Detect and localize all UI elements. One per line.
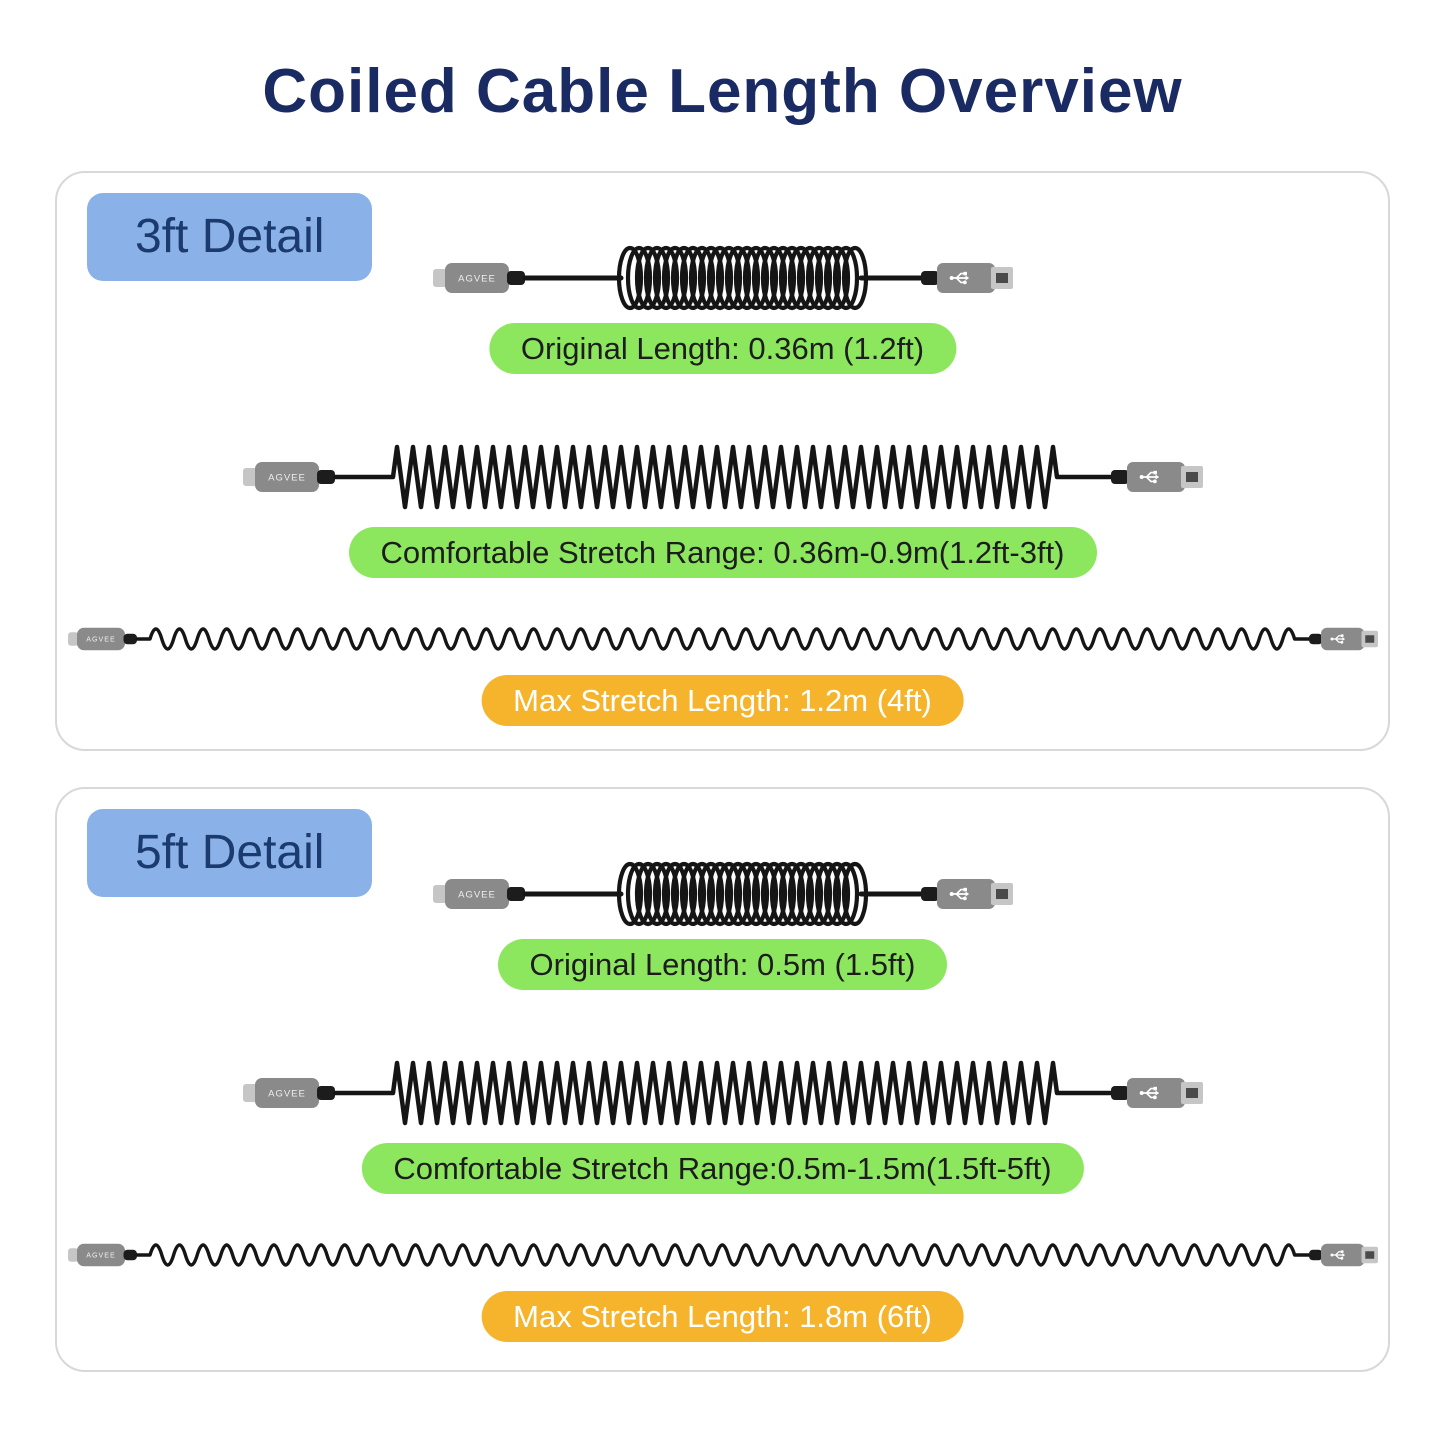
coil-loop (769, 245, 796, 311)
coil-loop (805, 245, 832, 311)
coil-loop (769, 861, 796, 927)
usb-trident-icon (1330, 634, 1345, 644)
coil-loop (796, 861, 823, 927)
coil-loop (643, 245, 670, 311)
coil-loop (634, 861, 661, 927)
max-stretch-cable: AGVEE (67, 1243, 1378, 1267)
usb-a-connector-icon (1308, 1243, 1378, 1267)
coil-loop (724, 861, 751, 927)
coil-loop (679, 245, 706, 311)
coil-loop (742, 245, 769, 311)
coil-loop (751, 245, 778, 311)
page-title: Coiled Cable Length Overview (262, 57, 1183, 126)
coil-loop (661, 245, 688, 311)
coil-loop (751, 861, 778, 927)
usb-c-connector-icon: AGVEE (432, 263, 525, 293)
coil-loop (787, 861, 814, 927)
usb-c-connector-icon: AGVEE (67, 1243, 137, 1267)
comfortable-stretch-pill: Comfortable Stretch Range:0.5m-1.5m(1.5f… (361, 1143, 1084, 1194)
coil-loop (688, 245, 715, 311)
svg-text:AGVEE: AGVEE (458, 274, 496, 285)
cable-wire (134, 1243, 1311, 1267)
coil-loop (697, 245, 724, 311)
original-length-pill: Original Length: 0.5m (1.5ft) (497, 939, 948, 990)
coil-loop (733, 245, 760, 311)
coil-loop (760, 245, 787, 311)
coil-loop (742, 861, 769, 927)
coil-loop (814, 245, 841, 311)
cable-wire (332, 444, 1113, 510)
panel-badge-5ft: 5ft Detail (87, 809, 373, 897)
coil-loop (760, 861, 787, 927)
max-stretch-pill: Max Stretch Length: 1.2m (4ft) (481, 675, 964, 726)
max-stretch-pill: Max Stretch Length: 1.8m (6ft) (481, 1291, 964, 1342)
usb-a-connector-icon (1110, 462, 1203, 492)
coil-loop (616, 861, 643, 927)
usb-c-connector-icon: AGVEE (432, 879, 525, 909)
cable-wire (332, 1060, 1113, 1126)
coil-loop (787, 245, 814, 311)
coil-loop (625, 861, 652, 927)
coil-loop (796, 245, 823, 311)
coil-loop (823, 245, 850, 311)
usb-trident-icon (1139, 1086, 1159, 1100)
usb-c-connector-icon: AGVEE (242, 462, 335, 492)
usb-c-connector-icon: AGVEE (67, 627, 137, 651)
coil-loop (679, 861, 706, 927)
panel-badge-3ft: 3ft Detail (87, 193, 373, 281)
usb-a-connector-icon (920, 879, 1013, 909)
usb-a-connector-icon (1308, 627, 1378, 651)
svg-text:AGVEE: AGVEE (268, 473, 306, 484)
coil-loop (814, 861, 841, 927)
stretch-coil-cable: AGVEE (242, 1060, 1203, 1126)
cable-wire (134, 627, 1311, 651)
coil-loop (832, 861, 859, 927)
panel-3ft: 3ft Detail AGVEE Original Length: 0.36m … (55, 171, 1390, 751)
usb-trident-icon (949, 271, 969, 285)
coil-loop (697, 861, 724, 927)
coil-loop (823, 861, 850, 927)
usb-trident-icon (1330, 1250, 1345, 1260)
svg-text:AGVEE: AGVEE (268, 1089, 306, 1100)
usb-c-connector-icon: AGVEE (242, 1078, 335, 1108)
coil-loop (652, 861, 679, 927)
coil-loop (688, 861, 715, 927)
compact-coil-cable: AGVEE (432, 861, 1013, 927)
coil-loop (715, 245, 742, 311)
compact-coil-cable: AGVEE (432, 245, 1013, 311)
coil-loop (715, 861, 742, 927)
usb-trident-icon (949, 887, 969, 901)
coil-loop (832, 245, 859, 311)
coil-loop (670, 861, 697, 927)
usb-a-connector-icon (1110, 1078, 1203, 1108)
usb-trident-icon (1139, 470, 1159, 484)
svg-text:AGVEE: AGVEE (86, 1252, 116, 1260)
svg-text:AGVEE: AGVEE (86, 636, 116, 644)
coil-loop (805, 861, 832, 927)
coil-loop (634, 245, 661, 311)
svg-text:AGVEE: AGVEE (458, 890, 496, 901)
coil-loop (661, 861, 688, 927)
comfortable-stretch-pill: Comfortable Stretch Range: 0.36m-0.9m(1.… (348, 527, 1097, 578)
coil-loop (778, 245, 805, 311)
usb-a-connector-icon (920, 263, 1013, 293)
stretch-coil-cable: AGVEE (242, 444, 1203, 510)
coil-loop (706, 245, 733, 311)
coil-loop (733, 861, 760, 927)
panel-5ft: 5ft Detail AGVEE Original Length: 0.5m (… (55, 787, 1390, 1372)
coil-loop (616, 245, 643, 311)
coil-loop (778, 861, 805, 927)
coil-loop (724, 245, 751, 311)
coil-loop (652, 245, 679, 311)
coil-loop (670, 245, 697, 311)
coil-loop (706, 861, 733, 927)
coil-loop (643, 861, 670, 927)
coil-loop (625, 245, 652, 311)
original-length-pill: Original Length: 0.36m (1.2ft) (488, 323, 957, 374)
max-stretch-cable: AGVEE (67, 627, 1378, 651)
